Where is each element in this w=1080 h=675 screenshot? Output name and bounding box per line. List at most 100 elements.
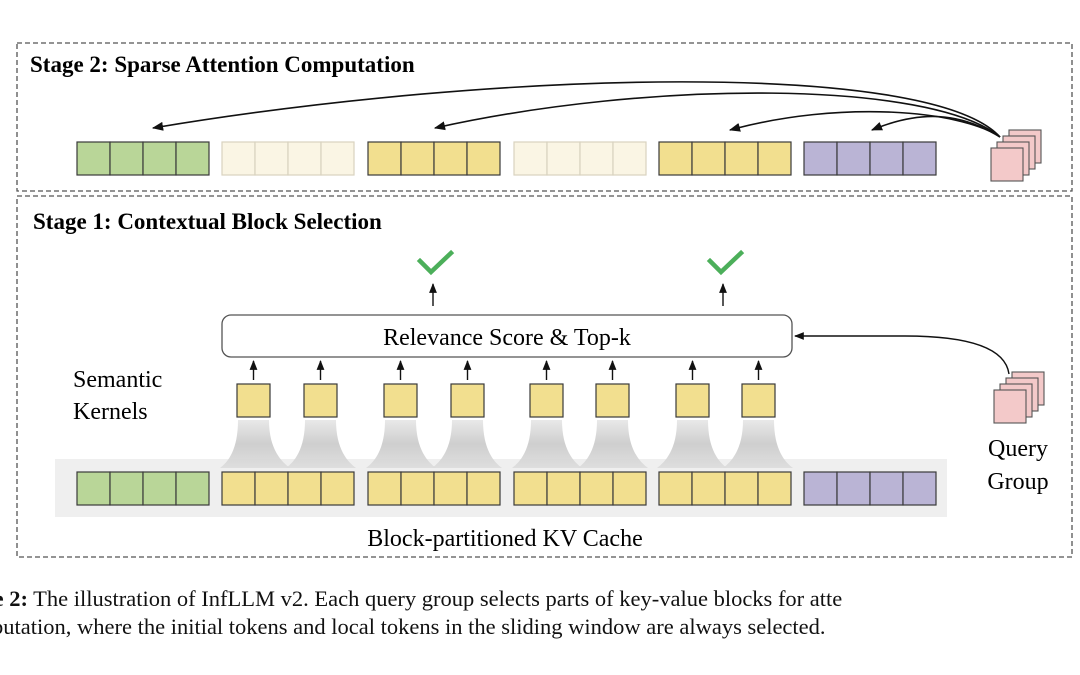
attention-arrow bbox=[870, 115, 1001, 138]
token-cell bbox=[803, 141, 838, 176]
query-group-label-line1: Query bbox=[988, 436, 1048, 462]
token-cell bbox=[513, 471, 548, 506]
stage2-attention-arrows bbox=[151, 81, 1001, 138]
semantic-kernels-label-line1: Semantic bbox=[73, 367, 162, 393]
kernel-funnels bbox=[220, 420, 793, 468]
semantic-kernel bbox=[595, 383, 630, 418]
token-cell bbox=[400, 141, 435, 176]
kv-cache-block-middle bbox=[367, 471, 501, 506]
token-cell bbox=[466, 141, 501, 176]
token-cell bbox=[287, 141, 322, 176]
stage2-block-row bbox=[76, 141, 937, 176]
token-cell bbox=[175, 141, 210, 176]
relevance-score-box bbox=[221, 314, 793, 358]
token-cell bbox=[691, 141, 726, 176]
semantic-kernel-row bbox=[236, 383, 776, 418]
token-cell bbox=[109, 141, 144, 176]
token-cell bbox=[869, 471, 904, 506]
query-card bbox=[990, 147, 1024, 182]
token-cell bbox=[612, 471, 647, 506]
kernel-funnel bbox=[286, 420, 356, 468]
token-cell bbox=[902, 141, 937, 176]
kernel-funnel bbox=[578, 420, 648, 468]
kv-block-initial-selected bbox=[76, 141, 210, 176]
stage1-panel: Stage 1: Contextual Block Selection Rele… bbox=[16, 195, 1073, 558]
token-cell bbox=[320, 471, 355, 506]
token-cell bbox=[221, 141, 256, 176]
token-cell bbox=[76, 471, 111, 506]
token-cell bbox=[254, 471, 289, 506]
token-cell bbox=[691, 471, 726, 506]
token-cell bbox=[724, 471, 759, 506]
semantic-kernel bbox=[675, 383, 710, 418]
attention-arrow bbox=[728, 110, 1001, 138]
kv-cache-block-middle bbox=[658, 471, 792, 506]
kernel-funnel bbox=[512, 420, 582, 468]
semantic-kernels-label-line2: Kernels bbox=[73, 399, 148, 425]
relevance-score-label: Relevance Score & Top-k bbox=[383, 325, 631, 351]
token-cell bbox=[836, 141, 871, 176]
semantic-kernel bbox=[236, 383, 271, 418]
caption-figure-number: re 2: bbox=[0, 586, 28, 611]
semantic-kernel bbox=[450, 383, 485, 418]
caption-line2: putation, where the initial tokens and l… bbox=[0, 614, 826, 639]
stage2-panel: Stage 2: Sparse Attention Computation bbox=[16, 42, 1073, 192]
checkmark-icon bbox=[416, 249, 455, 276]
token-cell bbox=[400, 471, 435, 506]
token-cell bbox=[142, 141, 177, 176]
kernel-funnel bbox=[723, 420, 793, 468]
token-cell bbox=[546, 141, 581, 176]
kernel-funnel bbox=[657, 420, 727, 468]
kernel-funnel bbox=[366, 420, 436, 468]
kv-cache-block-middle bbox=[513, 471, 647, 506]
stage2-query-group-icon bbox=[990, 129, 1042, 182]
token-cell bbox=[658, 141, 693, 176]
token-cell bbox=[579, 471, 614, 506]
token-cell bbox=[836, 471, 871, 506]
semantic-kernel bbox=[529, 383, 564, 418]
token-cell bbox=[466, 471, 501, 506]
attention-arrow bbox=[151, 81, 1001, 138]
kv-block-local-selected bbox=[803, 141, 937, 176]
query-group-label-line2: Group bbox=[987, 469, 1048, 495]
kernel-funnel bbox=[432, 420, 502, 468]
kv-block-middle-unselected bbox=[513, 141, 647, 176]
token-cell bbox=[367, 471, 402, 506]
token-cell bbox=[433, 471, 468, 506]
token-cell bbox=[803, 471, 838, 506]
stage1-title: Stage 1: Contextual Block Selection bbox=[33, 209, 382, 234]
kv-block-middle-selected bbox=[658, 141, 792, 176]
caption-line1: re 2: The illustration of InfLLM v2. Eac… bbox=[0, 585, 842, 613]
selected-block-checks bbox=[416, 249, 745, 306]
token-cell bbox=[869, 141, 904, 176]
token-cell bbox=[757, 141, 792, 176]
token-cell bbox=[658, 471, 693, 506]
kv-cache-block-row bbox=[76, 471, 937, 506]
token-cell bbox=[287, 471, 322, 506]
kv-block-middle-unselected bbox=[221, 141, 355, 176]
token-cell bbox=[724, 141, 759, 176]
semantic-kernel bbox=[741, 383, 776, 418]
token-cell bbox=[579, 141, 614, 176]
token-cell bbox=[367, 141, 402, 176]
semantic-kernel bbox=[303, 383, 338, 418]
token-cell bbox=[612, 141, 647, 176]
token-cell bbox=[254, 141, 289, 176]
token-cell bbox=[546, 471, 581, 506]
token-cell bbox=[76, 141, 111, 176]
kv-cache-block-middle bbox=[221, 471, 355, 506]
stage2-title: Stage 2: Sparse Attention Computation bbox=[30, 52, 415, 77]
kv-block-middle-selected bbox=[367, 141, 501, 176]
query-to-relevance-arrow bbox=[794, 332, 1010, 375]
caption-text-line1: The illustration of InfLLM v2. Each quer… bbox=[27, 586, 843, 611]
kv-cache-label: Block-partitioned KV Cache bbox=[367, 526, 642, 552]
token-cell bbox=[109, 471, 144, 506]
token-cell bbox=[142, 471, 177, 506]
token-cell bbox=[175, 471, 210, 506]
kv-cache-block-initial bbox=[76, 471, 210, 506]
token-cell bbox=[221, 471, 256, 506]
kernel-up-arrows bbox=[249, 360, 763, 380]
stage1-frame bbox=[16, 195, 1073, 558]
token-cell bbox=[433, 141, 468, 176]
